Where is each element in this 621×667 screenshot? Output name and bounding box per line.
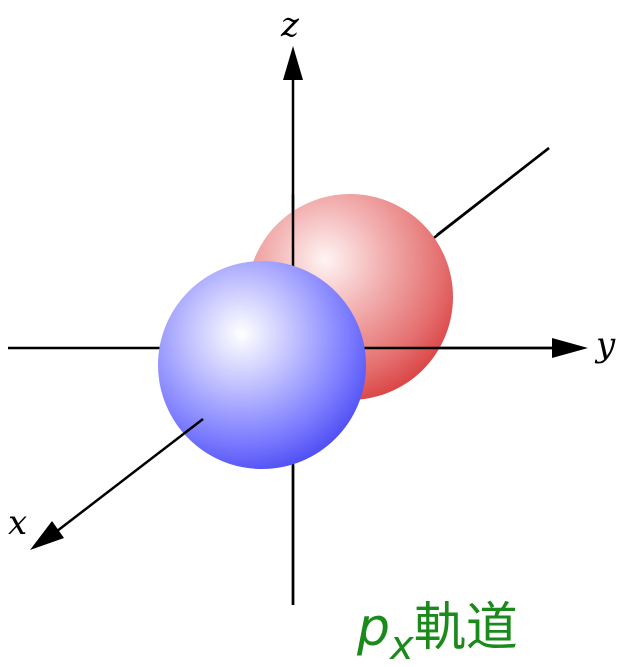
- x-axis-front: [47, 418, 204, 539]
- x-axis-arrowhead: [30, 521, 64, 550]
- x-axis-label: x: [8, 503, 27, 543]
- y-axis-label: y: [594, 325, 616, 365]
- x-axis-back-front-segment: [436, 147, 550, 236]
- orbital-name-label: px軌道: [356, 598, 518, 667]
- front-lobe: [158, 261, 366, 469]
- z-axis-label: z: [280, 5, 300, 45]
- orbital-subscript: x: [388, 623, 414, 667]
- z-axis-arrowhead: [283, 46, 303, 80]
- orbital-letter: p: [356, 598, 390, 658]
- orbital-suffix: 軌道: [414, 598, 518, 658]
- y-axis-arrowhead: [552, 338, 588, 358]
